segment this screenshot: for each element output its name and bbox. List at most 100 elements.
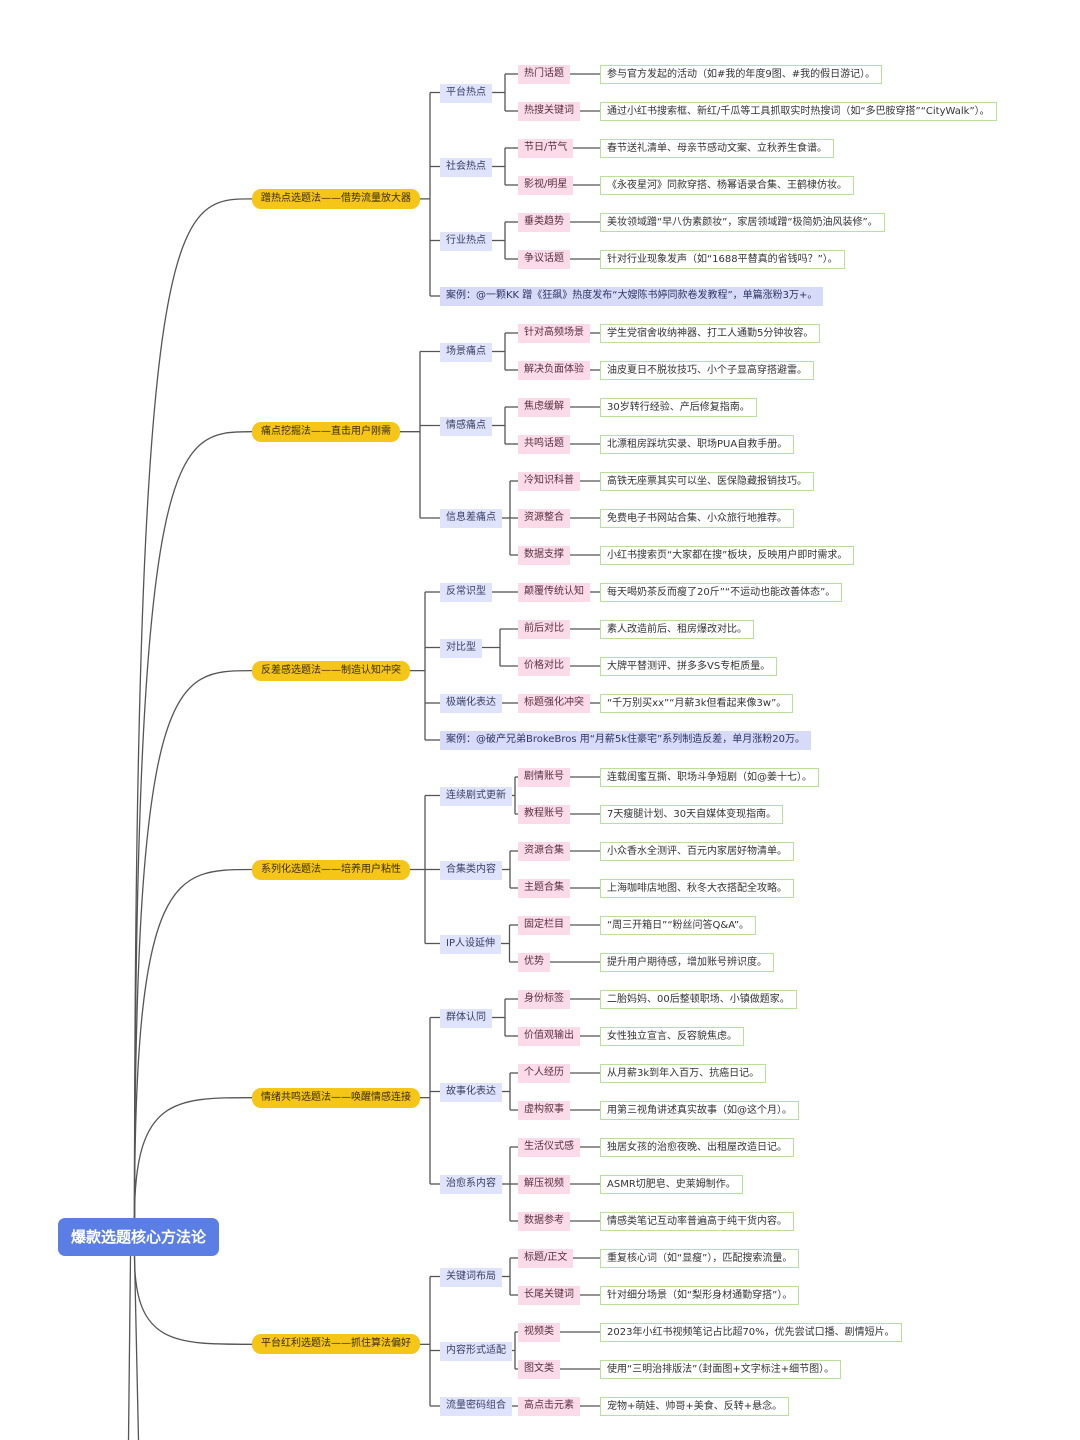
subtopic-node[interactable]: 数据参考 bbox=[518, 1212, 570, 1231]
subtopic-node[interactable]: 个人经历 bbox=[518, 1064, 570, 1083]
root-node[interactable]: 爆款选题核心方法论 bbox=[58, 1218, 220, 1256]
topic-node[interactable]: 场景痛点 bbox=[440, 342, 492, 362]
detail-node[interactable]: 30岁转行经验、产后修复指南。 bbox=[600, 398, 757, 417]
subtopic-node[interactable]: 长尾关键词 bbox=[518, 1286, 580, 1305]
topic-node[interactable]: 情感痛点 bbox=[440, 416, 492, 436]
detail-node[interactable]: 女性独立宣言、反容貌焦虑。 bbox=[600, 1027, 744, 1046]
method-node[interactable]: 反差感选题法——制造认知冲突 bbox=[252, 660, 410, 681]
subtopic-node[interactable]: 解压视频 bbox=[518, 1175, 570, 1194]
method-node[interactable]: 平台红利选题法——抓住算法偏好 bbox=[252, 1334, 420, 1355]
detail-node[interactable]: 连载闺蜜互撕、职场斗争短剧（如@姜十七）。 bbox=[600, 768, 819, 787]
subtopic-node[interactable]: 虚构叙事 bbox=[518, 1101, 570, 1120]
detail-node[interactable]: 从月薪3k到年入百万、抗癌日记。 bbox=[600, 1064, 767, 1083]
subtopic-node[interactable]: 前后对比 bbox=[518, 620, 570, 639]
detail-node[interactable]: 素人改造前后、租房爆改对比。 bbox=[600, 620, 754, 639]
detail-node[interactable]: 大牌平替测评、拼多多VS专柜质量。 bbox=[600, 657, 778, 676]
detail-node[interactable]: 油皮夏日不脱妆技巧、小个子显高穿搭避雷。 bbox=[600, 361, 814, 380]
subtopic-node[interactable]: 焦虑缓解 bbox=[518, 398, 570, 417]
detail-node[interactable]: 二胎妈妈、00后整顿职场、小镇做题家。 bbox=[600, 990, 797, 1009]
detail-node[interactable]: 免费电子书网站合集、小众旅行地推荐。 bbox=[600, 509, 794, 528]
topic-node[interactable]: 连续剧式更新 bbox=[440, 786, 512, 806]
topic-node[interactable]: 对比型 bbox=[440, 638, 482, 658]
detail-node[interactable]: 使用“三明治排版法”（封面图+文字标注+细节图）。 bbox=[600, 1360, 842, 1379]
subtopic-node[interactable]: 资源合集 bbox=[518, 842, 570, 861]
subtopic-node[interactable]: 热门话题 bbox=[518, 65, 570, 84]
subtopic-node[interactable]: 高点击元素 bbox=[518, 1397, 580, 1416]
subtopic-node[interactable]: 图文类 bbox=[518, 1360, 560, 1379]
subtopic-node[interactable]: 剧情账号 bbox=[518, 768, 570, 787]
detail-node[interactable]: 每天喝奶茶反而瘦了20斤”“不运动也能改善体态”。 bbox=[600, 583, 843, 602]
detail-node[interactable]: 上海咖啡店地图、秋冬大衣搭配全攻略。 bbox=[600, 879, 794, 898]
topic-node[interactable]: 合集类内容 bbox=[440, 860, 502, 880]
root-connector bbox=[133, 198, 253, 1219]
detail-node[interactable]: 重复核心词（如“显瘦”），匹配搜索流量。 bbox=[600, 1249, 800, 1268]
detail-node[interactable]: “周三开箱日”“粉丝问答Q&A”。 bbox=[600, 916, 756, 935]
method-node[interactable]: 情绪共鸣选题法——唤醒情感连接 bbox=[252, 1087, 420, 1108]
method-node[interactable]: 蹭热点选题法——借势流量放大器 bbox=[252, 188, 420, 209]
detail-node[interactable]: 通过小红书搜索框、新红/千瓜等工具抓取实时热搜词（如“多巴胺穿搭”“CityWa… bbox=[600, 102, 997, 121]
topic-node[interactable]: 流量密码组合 bbox=[440, 1397, 512, 1416]
topic-node[interactable]: 平台热点 bbox=[440, 83, 492, 103]
subtopic-node[interactable]: 教程账号 bbox=[518, 805, 570, 824]
detail-node[interactable]: 情感类笔记互动率普遍高于纯干货内容。 bbox=[600, 1212, 794, 1231]
subtopic-node[interactable]: 争议话题 bbox=[518, 250, 570, 269]
detail-node[interactable]: 小红书搜索页“大家都在搜”板块，反映用户即时需求。 bbox=[600, 546, 855, 565]
subtopic-node[interactable]: 颠覆传统认知 bbox=[518, 583, 590, 602]
topic-node[interactable]: 社会热点 bbox=[440, 157, 492, 177]
subtopic-node[interactable]: 优势 bbox=[518, 953, 550, 972]
topic-node[interactable]: 治愈系内容 bbox=[440, 1175, 502, 1194]
detail-node[interactable]: 针对细分场景（如“梨形身材通勤穿搭”）。 bbox=[600, 1286, 800, 1305]
topic-node[interactable]: IP人设延伸 bbox=[440, 934, 501, 954]
detail-node[interactable]: ASMR切肥皂、史莱姆制作。 bbox=[600, 1175, 743, 1194]
subtopic-node[interactable]: 固定栏目 bbox=[518, 916, 570, 935]
subtopic-node[interactable]: 价格对比 bbox=[518, 657, 570, 676]
detail-node[interactable]: 《永夜星河》同款穿搭、杨幂语录合集、王鹤棣仿妆。 bbox=[600, 176, 854, 195]
case-example[interactable]: 案例：@破产兄弟BrokeBros 用“月薪5k住豪宅”系列制造反差，单月涨粉2… bbox=[440, 731, 811, 750]
topic-node[interactable]: 反常识型 bbox=[440, 583, 492, 602]
method-node[interactable]: 痛点挖掘法——直击用户刚需 bbox=[252, 421, 400, 442]
subtopic-node[interactable]: 节日/节气 bbox=[518, 139, 574, 158]
subtopic-node[interactable]: 共鸣话题 bbox=[518, 435, 570, 454]
subtopic-node[interactable]: 影视/明星 bbox=[518, 176, 574, 195]
detail-node[interactable]: 学生党宿舍收纳神器、打工人通勤5分钟妆容。 bbox=[600, 324, 821, 343]
subtopic-node[interactable]: 热搜关键词 bbox=[518, 102, 580, 121]
subtopic-node[interactable]: 解决负面体验 bbox=[518, 361, 590, 380]
detail-node[interactable]: 独居女孩的治愈夜晚、出租屋改造日记。 bbox=[600, 1138, 794, 1157]
detail-node[interactable]: 2023年小红书视频笔记占比超70%，优先尝试口播、剧情短片。 bbox=[600, 1323, 902, 1342]
topic-node[interactable]: 关键词布局 bbox=[440, 1267, 502, 1287]
subtopic-node[interactable]: 针对高频场景 bbox=[518, 324, 590, 343]
case-example[interactable]: 案例：@一颗KK 蹭《狂飙》热度发布“大嫂陈书婷同款卷发教程”，单篇涨粉3万+。 bbox=[440, 287, 824, 306]
topic-node[interactable]: 行业热点 bbox=[440, 231, 492, 251]
topic-node[interactable]: 故事化表达 bbox=[440, 1082, 502, 1102]
subtopic-node[interactable]: 数据支撑 bbox=[518, 546, 570, 565]
detail-node[interactable]: 高铁无座票其实可以坐、医保隐藏报销技巧。 bbox=[600, 472, 814, 491]
subtopic-node[interactable]: 冷知识科普 bbox=[518, 472, 580, 491]
subtopic-node[interactable]: 身份标签 bbox=[518, 990, 570, 1009]
detail-node[interactable]: 美妆领域蹭“早八伪素颜妆”，家居领域蹭“极简奶油风装修”。 bbox=[600, 213, 885, 232]
detail-node[interactable]: 春节送礼清单、母亲节感动文案、立秋养生食谱。 bbox=[600, 139, 834, 158]
subtopic-node[interactable]: 标题强化冲突 bbox=[518, 694, 590, 713]
detail-node[interactable]: 用第三视角讲述真实故事（如@这个月）。 bbox=[600, 1101, 799, 1120]
topic-node[interactable]: 信息差痛点 bbox=[440, 509, 502, 528]
detail-node[interactable]: 7天瘦腿计划、30天自媒体变现指南。 bbox=[600, 805, 784, 824]
subtopic-node[interactable]: 垂类趋势 bbox=[518, 213, 570, 232]
detail-node[interactable]: 提升用户期待感，增加账号辨识度。 bbox=[600, 953, 774, 972]
detail-node[interactable]: 参与官方发起的活动（如#我的年度9图、#我的假日游记）。 bbox=[600, 65, 883, 84]
subtopic-node[interactable]: 标题/正文 bbox=[518, 1249, 574, 1268]
method-node[interactable]: 系列化选题法——培养用户粘性 bbox=[252, 859, 410, 880]
detail-node[interactable]: 宠物+萌娃、帅哥+美食、反转+悬念。 bbox=[600, 1397, 790, 1416]
subtopic-node[interactable]: 资源整合 bbox=[518, 509, 570, 528]
subtopic-node[interactable]: 主题合集 bbox=[518, 879, 570, 898]
detail-node[interactable]: 针对行业现象发声（如“1688平替真的省钱吗？”）。 bbox=[600, 250, 845, 269]
detail-node[interactable]: 北漂租房踩坑实录、职场PUA自救手册。 bbox=[600, 435, 795, 454]
subtopic-node[interactable]: 生活仪式感 bbox=[518, 1138, 580, 1157]
subtopic-node[interactable]: 视频类 bbox=[518, 1323, 560, 1342]
topic-node[interactable]: 极端化表达 bbox=[440, 694, 502, 713]
topic-node[interactable]: 内容形式适配 bbox=[440, 1341, 512, 1361]
topic-node[interactable]: 群体认同 bbox=[440, 1008, 492, 1028]
detail-node[interactable]: “千万别买xx”“月薪3k但看起来像3w”。 bbox=[600, 694, 794, 713]
detail-node[interactable]: 小众香水全测评、百元内家居好物清单。 bbox=[600, 842, 794, 861]
subtopic-node[interactable]: 价值观输出 bbox=[518, 1027, 580, 1046]
root-connector bbox=[133, 431, 253, 1219]
